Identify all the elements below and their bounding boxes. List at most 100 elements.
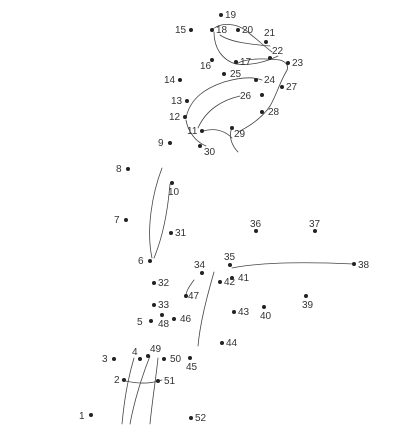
dot-8[interactable]	[126, 167, 130, 171]
dot-label-31: 31	[175, 228, 187, 239]
dot-23[interactable]	[286, 61, 290, 65]
dot-39[interactable]	[304, 294, 308, 298]
dot-label-18: 18	[216, 25, 228, 36]
dot-9[interactable]	[168, 141, 172, 145]
dot-20[interactable]	[236, 28, 240, 32]
dot-label-5: 5	[137, 317, 143, 328]
dot-label-41: 41	[238, 273, 250, 284]
dot-label-48: 48	[158, 319, 170, 330]
dot-label-12: 12	[169, 112, 181, 123]
dot-label-14: 14	[164, 75, 176, 86]
dot-28[interactable]	[260, 110, 264, 114]
dot-label-37: 37	[309, 219, 321, 230]
dot-46[interactable]	[172, 317, 176, 321]
dot-label-32: 32	[158, 278, 170, 289]
dot-4[interactable]	[138, 357, 142, 361]
dot-27[interactable]	[280, 85, 284, 89]
dot-26[interactable]	[260, 93, 264, 97]
dot-label-47: 47	[188, 291, 200, 302]
dot-label-22: 22	[272, 46, 284, 57]
dot-15[interactable]	[189, 28, 193, 32]
dot-label-35: 35	[224, 252, 236, 263]
dot-5[interactable]	[149, 319, 153, 323]
dot-label-30: 30	[204, 147, 216, 158]
dot-12[interactable]	[183, 115, 187, 119]
dot-6[interactable]	[148, 259, 152, 263]
dot-51[interactable]	[156, 379, 160, 383]
dot-33[interactable]	[152, 303, 156, 307]
dot-31[interactable]	[169, 231, 173, 235]
dot-52[interactable]	[189, 416, 193, 420]
dot-38[interactable]	[352, 262, 356, 266]
dot-19[interactable]	[219, 13, 223, 17]
dot-37[interactable]	[313, 229, 317, 233]
dot-label-9: 9	[158, 138, 164, 149]
dot-17[interactable]	[234, 60, 238, 64]
dot-label-34: 34	[194, 260, 206, 271]
dot-21[interactable]	[264, 40, 268, 44]
dot-label-33: 33	[158, 300, 170, 311]
dot-40[interactable]	[262, 305, 266, 309]
leaf-line	[197, 271, 215, 347]
dot-label-15: 15	[175, 25, 187, 36]
dot-label-21: 21	[264, 28, 276, 39]
rose-line	[230, 127, 239, 153]
dot-label-16: 16	[200, 61, 212, 72]
dot-47[interactable]	[184, 294, 188, 298]
dot-3[interactable]	[112, 357, 116, 361]
dot-2[interactable]	[122, 378, 126, 382]
dot-13[interactable]	[185, 99, 189, 103]
dot-50[interactable]	[162, 357, 166, 361]
dot-44[interactable]	[220, 341, 224, 345]
rose-line	[202, 129, 233, 139]
dot-7[interactable]	[124, 218, 128, 222]
dot-label-11: 11	[187, 126, 198, 137]
stem-line	[121, 357, 135, 425]
dot-48[interactable]	[160, 313, 164, 317]
dot-label-26: 26	[240, 91, 252, 102]
dot-18[interactable]	[210, 28, 214, 32]
rose-line	[197, 95, 241, 129]
dot-label-10: 10	[168, 187, 180, 198]
dot-1[interactable]	[89, 413, 93, 417]
dot-30[interactable]	[198, 144, 202, 148]
dot-42[interactable]	[218, 280, 222, 284]
dot-49[interactable]	[146, 354, 150, 358]
dot-24[interactable]	[254, 78, 258, 82]
dot-25[interactable]	[222, 72, 226, 76]
dot-label-8: 8	[116, 164, 122, 175]
rose-line	[185, 77, 263, 119]
dot-11[interactable]	[200, 129, 204, 133]
dot-35[interactable]	[228, 263, 232, 267]
dot-label-2: 2	[114, 375, 120, 386]
rose-line	[211, 24, 273, 53]
dot-34[interactable]	[200, 271, 204, 275]
dot-label-44: 44	[226, 338, 238, 349]
dot-label-28: 28	[268, 107, 280, 118]
dot-label-25: 25	[230, 69, 242, 80]
dot-16[interactable]	[210, 58, 214, 62]
dot-label-13: 13	[171, 96, 183, 107]
dot-label-49: 49	[150, 344, 162, 355]
dot-10[interactable]	[170, 181, 174, 185]
dot-29[interactable]	[230, 126, 234, 130]
dot-label-29: 29	[234, 129, 246, 140]
rose-line	[185, 119, 207, 147]
stem-line	[149, 167, 163, 259]
dot-43[interactable]	[232, 310, 236, 314]
dot-22[interactable]	[268, 56, 272, 60]
dot-label-24: 24	[264, 75, 276, 86]
dot-14[interactable]	[178, 78, 182, 82]
stem-line	[149, 357, 159, 425]
dot-label-52: 52	[195, 413, 207, 424]
dot-label-23: 23	[292, 58, 304, 69]
dot-36[interactable]	[254, 229, 258, 233]
dot-45[interactable]	[188, 356, 192, 360]
pre-drawn-lines	[121, 24, 355, 425]
dot-label-46: 46	[180, 314, 192, 325]
dot-32[interactable]	[152, 281, 156, 285]
dot-label-42: 42	[224, 277, 236, 288]
dot-41[interactable]	[230, 276, 234, 280]
